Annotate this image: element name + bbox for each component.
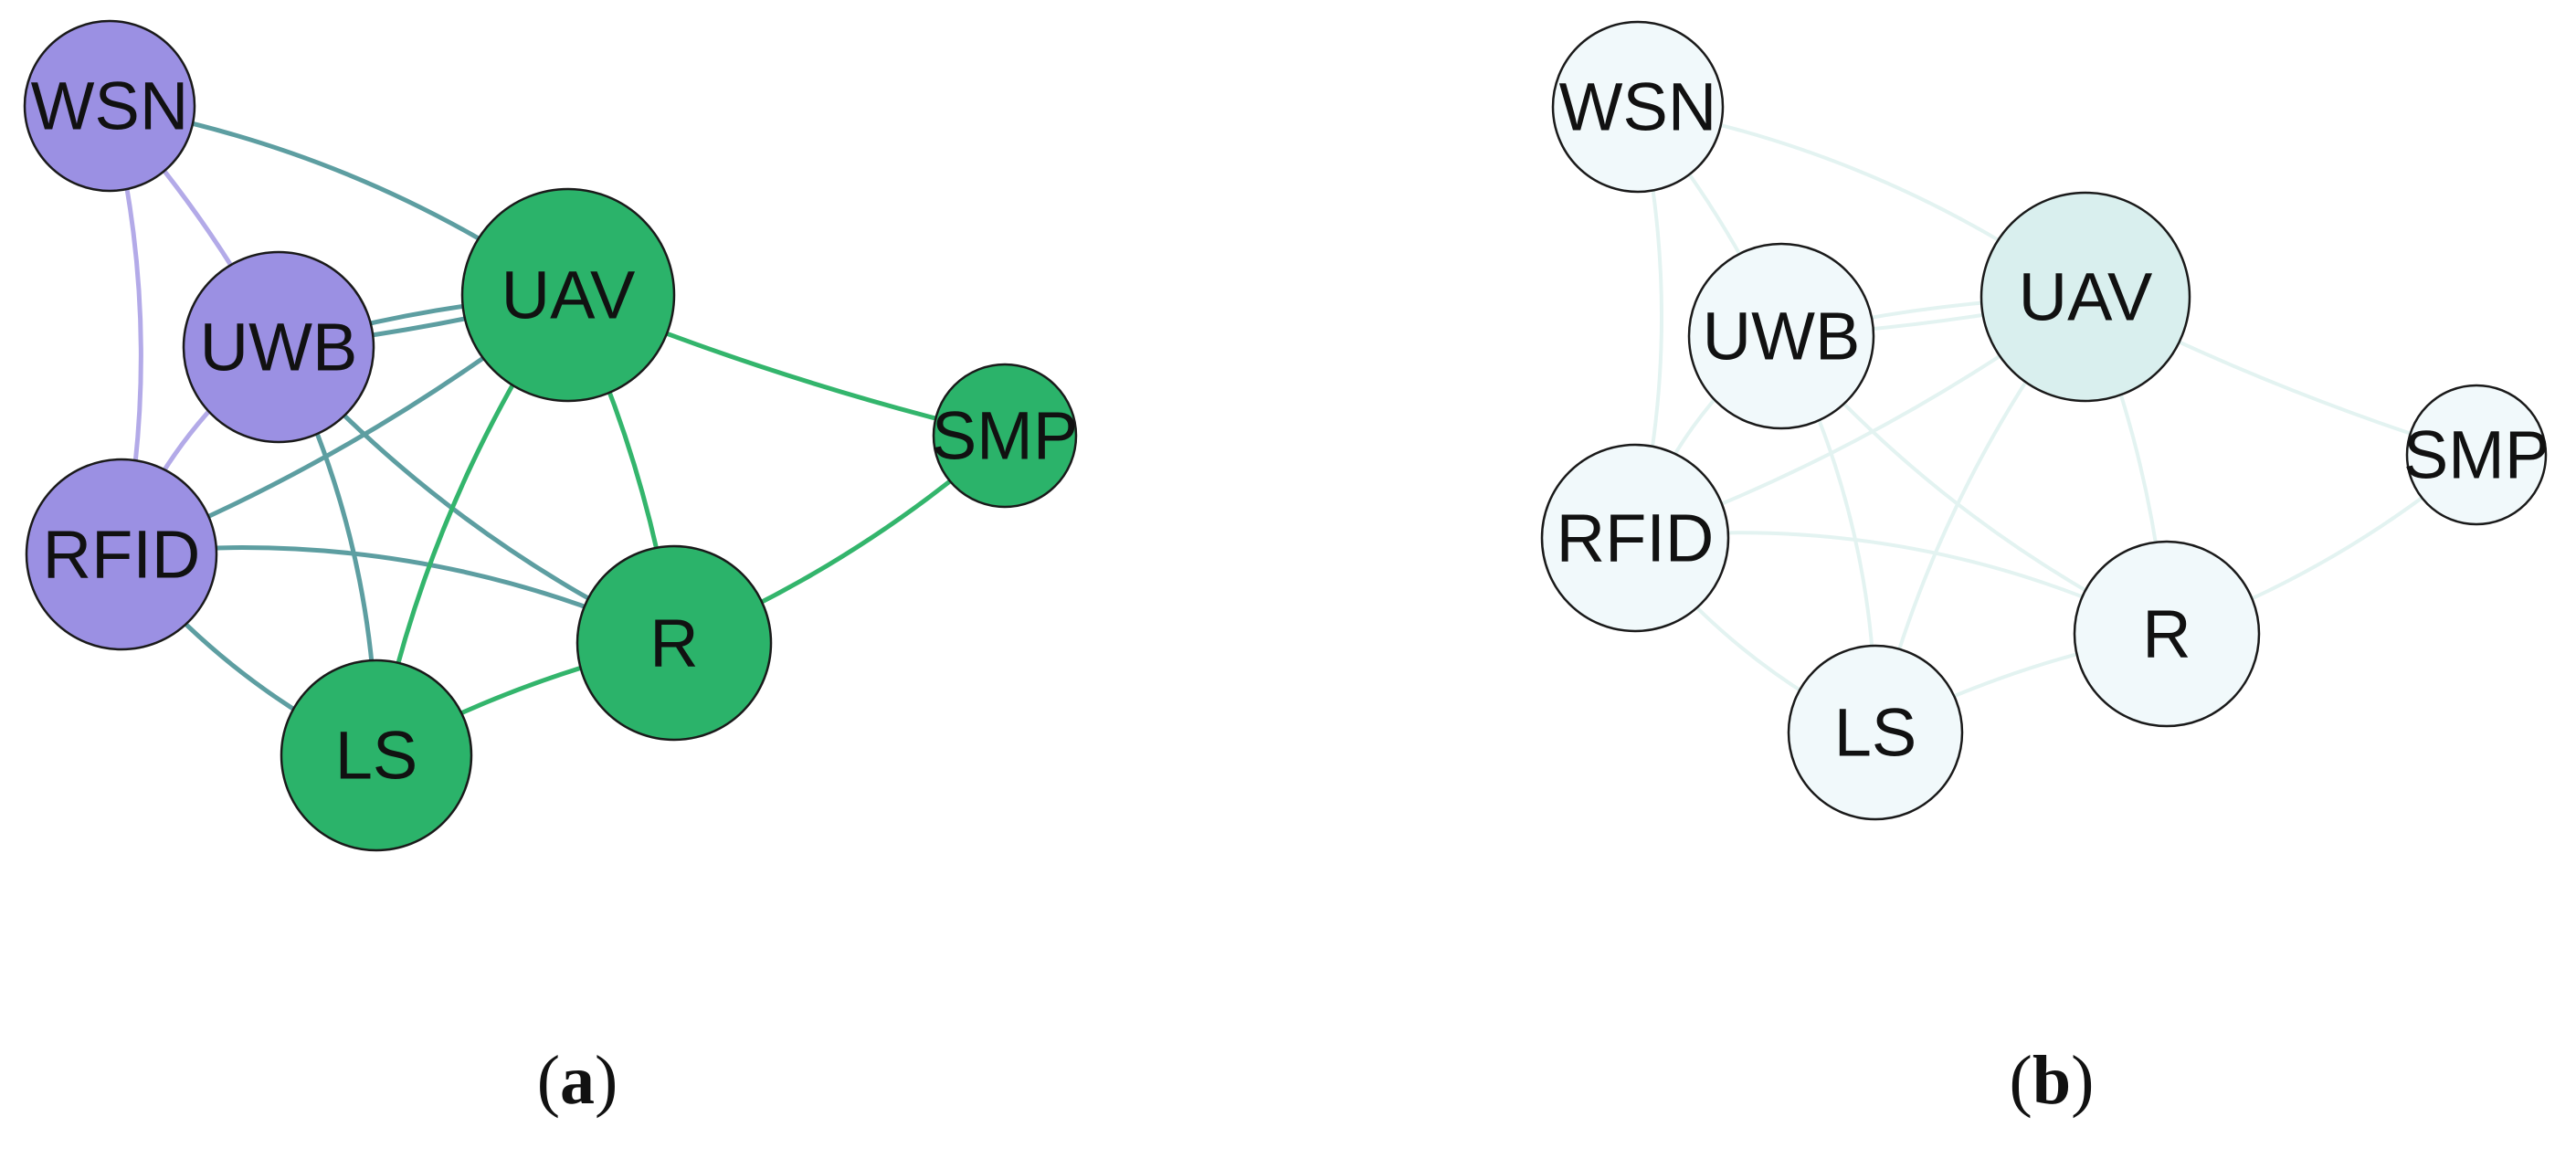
caption-a-letter: a: [560, 1042, 595, 1119]
node-b-smp-circle: [2405, 384, 2548, 526]
caption-b-close: ): [2071, 1042, 2095, 1119]
node-a-smp-label: SMP: [932, 398, 1078, 474]
node-a-smp: SMP: [932, 363, 1078, 509]
node-b-wsn-circle: [1551, 20, 1725, 194]
node-b-wsn: WSN: [1551, 20, 1725, 194]
node-b-rfid-circle: [1540, 443, 1730, 633]
panel-a-nodes: WSN UWB RFID UAV SMP R LS: [23, 19, 1078, 852]
node-a-uwb: UWB: [182, 250, 375, 444]
node-a-uav-circle: [460, 187, 676, 403]
panel-b-nodes: WSN UWB RFID UAV SMP R LS: [1540, 20, 2550, 821]
node-a-ls-label: LS: [335, 718, 418, 794]
caption-b-open: (: [2009, 1042, 2032, 1119]
panel-b-graph: WSN UWB RFID UAV SMP R LS: [1540, 20, 2550, 821]
node-b-uwb-circle: [1687, 242, 1875, 430]
node-a-r-circle: [575, 544, 773, 742]
node-b-ls-label: LS: [1834, 695, 1917, 771]
node-b-uav-circle: [1980, 191, 2191, 403]
node-a-ls: LS: [280, 659, 473, 852]
node-a-smp-circle: [932, 363, 1078, 509]
node-a-uav-label: UAV: [501, 258, 636, 333]
node-b-uwb-label: UWB: [1703, 299, 1861, 374]
node-a-r: R: [575, 544, 773, 742]
node-a-r-label: R: [649, 606, 698, 681]
caption-panel-b: (b): [1960, 1041, 2143, 1121]
caption-a-open: (: [536, 1042, 560, 1119]
node-a-rfid-circle: [25, 458, 218, 651]
node-a-uwb-label: UWB: [200, 310, 358, 385]
node-b-rfid: RFID: [1540, 443, 1730, 633]
node-a-uwb-circle: [182, 250, 375, 444]
node-b-uwb: UWB: [1687, 242, 1875, 430]
node-a-uav: UAV: [460, 187, 676, 403]
panel-a-graph: WSN UWB RFID UAV SMP R LS: [23, 19, 1078, 852]
node-b-uav: UAV: [1980, 191, 2191, 403]
node-a-rfid-label: RFID: [43, 517, 201, 593]
caption-panel-a: (a): [486, 1041, 669, 1121]
node-b-uav-label: UAV: [2019, 259, 2153, 335]
caption-a-close: ): [595, 1042, 618, 1119]
node-a-ls-circle: [280, 659, 473, 852]
caption-b-letter: b: [2032, 1042, 2072, 1119]
node-b-wsn-label: WSN: [1559, 69, 1717, 145]
node-b-smp: SMP: [2403, 384, 2550, 526]
node-b-r-circle: [2073, 540, 2261, 728]
node-a-wsn-label: WSN: [31, 68, 189, 144]
node-b-ls: LS: [1787, 644, 1964, 821]
node-a-wsn: WSN: [23, 19, 196, 193]
node-b-ls-circle: [1787, 644, 1964, 821]
node-b-smp-label: SMP: [2403, 417, 2550, 493]
node-b-rfid-label: RFID: [1557, 500, 1715, 576]
node-b-r-label: R: [2142, 596, 2191, 672]
node-a-wsn-circle: [23, 19, 196, 193]
node-b-r: R: [2073, 540, 2261, 728]
node-a-rfid: RFID: [25, 458, 218, 651]
